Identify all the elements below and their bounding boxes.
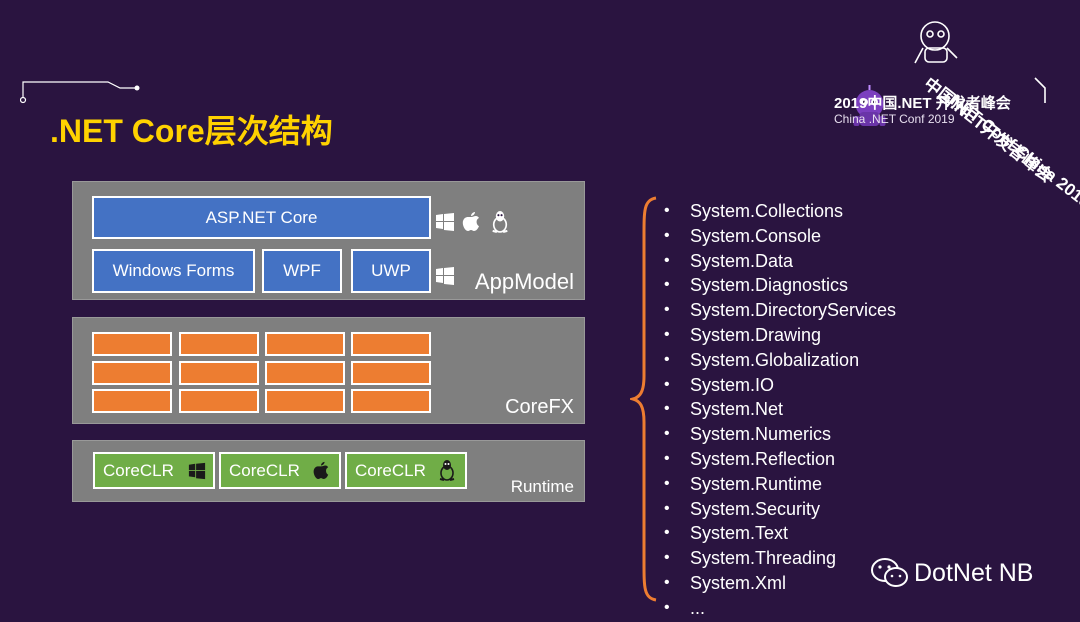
namespace-item: System.Diagnostics <box>662 274 896 299</box>
corefx-block <box>179 332 259 356</box>
coreclr-label: CoreCLR <box>103 460 174 480</box>
watermark-text: DotNet NB <box>914 559 1034 587</box>
brand-title: 2019中国.NET 开发者峰会 <box>834 95 1011 112</box>
corefx-block <box>92 332 172 356</box>
corefx-label: CoreFX <box>505 396 574 418</box>
windows-forms-box: Windows Forms <box>92 249 255 293</box>
windows-icon <box>436 213 454 231</box>
windows-icon <box>436 267 454 285</box>
curly-brace <box>630 196 657 602</box>
namespace-item: System.Globalization <box>662 349 896 374</box>
runtime-label: Runtime <box>510 477 574 496</box>
linux-icon <box>439 460 455 481</box>
namespace-item: System.Numerics <box>662 423 896 448</box>
linux-icon <box>492 211 508 233</box>
page-title: .NET Core层次结构 <box>50 113 333 149</box>
wpf-box: WPF <box>262 249 342 293</box>
apple-icon <box>462 212 479 231</box>
conf-stamp-robot-icon <box>914 21 1046 103</box>
conf-mascot-logo <box>853 85 886 126</box>
corefx-block <box>92 389 172 413</box>
corefx-block <box>179 389 259 413</box>
namespace-item: System.Text <box>662 522 896 547</box>
corefx-block <box>351 332 431 356</box>
namespace-item: System.Collections <box>662 200 896 225</box>
corefx-block <box>351 361 431 385</box>
namespace-item: System.Security <box>662 498 896 523</box>
coreclr-label: CoreCLR <box>229 460 300 480</box>
windows-icon <box>188 462 206 480</box>
uwp-box: UWP <box>351 249 431 293</box>
namespace-item: System.Runtime <box>662 473 896 498</box>
namespace-item: System.Xml <box>662 572 896 597</box>
corefx-block <box>265 389 345 413</box>
namespace-item: ... <box>662 597 896 622</box>
apple-icon <box>313 461 329 479</box>
brand-subtitle: China .NET Conf 2019 <box>834 112 955 126</box>
wechat-icon <box>871 558 908 587</box>
corefx-block <box>351 389 431 413</box>
namespace-item: System.Drawing <box>662 324 896 349</box>
namespace-item: System.IO <box>662 374 896 399</box>
corefx-block <box>179 361 259 385</box>
corefx-block <box>92 361 172 385</box>
namespace-item: System.Console <box>662 225 896 250</box>
namespace-item: System.Reflection <box>662 448 896 473</box>
namespace-item: System.Threading <box>662 547 896 572</box>
namespace-list: System.CollectionsSystem.ConsoleSystem.D… <box>662 200 896 622</box>
coreclr-linux-box: CoreCLR <box>345 452 467 489</box>
corefx-block <box>265 361 345 385</box>
namespace-item: System.Data <box>662 250 896 275</box>
coreclr-label: CoreCLR <box>355 460 426 480</box>
coreclr-windows-box: CoreCLR <box>93 452 215 489</box>
namespace-item: System.Net <box>662 398 896 423</box>
namespace-item: System.DirectoryServices <box>662 299 896 324</box>
circuit-decoration <box>20 81 140 104</box>
appmodel-label: AppModel <box>474 269 574 294</box>
corefx-block <box>265 332 345 356</box>
aspnet-core-box: ASP.NET Core <box>92 196 431 239</box>
